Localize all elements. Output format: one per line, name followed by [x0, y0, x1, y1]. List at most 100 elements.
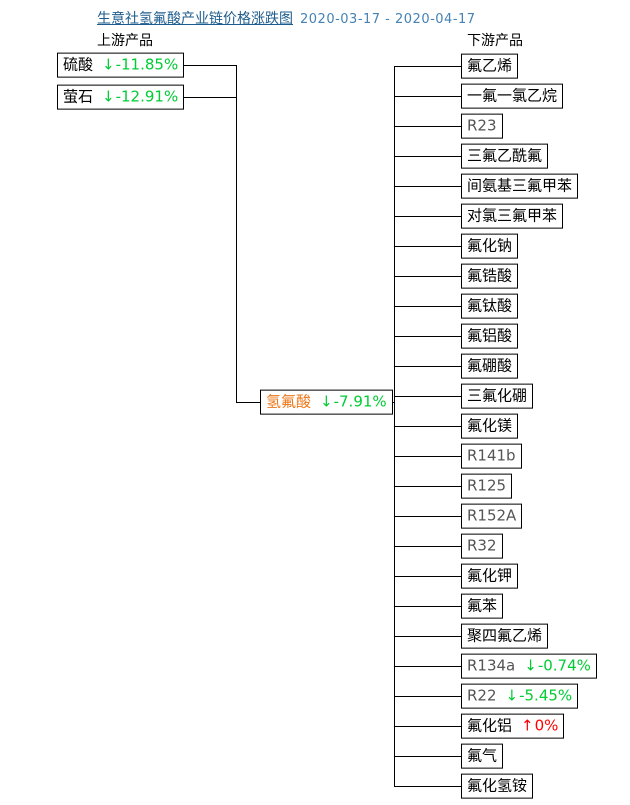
- trunk-line-left: [236, 65, 237, 403]
- product-label: 间氨基三氟甲苯: [467, 176, 573, 195]
- product-label: 氟气: [467, 746, 498, 765]
- price-change: ↓-5.45%: [506, 687, 573, 705]
- price-change: ↓-0.74%: [524, 657, 591, 675]
- connector-line: [394, 516, 466, 517]
- connector-line: [394, 546, 466, 547]
- upstream-header: 上游产品: [97, 33, 153, 49]
- downstream-node-r134a[interactable]: R134a ↓-0.74%: [461, 653, 597, 679]
- price-change: ↓-11.85%: [102, 56, 178, 74]
- downstream-node[interactable]: 聚四氟乙烯: [461, 623, 549, 649]
- product-label: 氟锆酸: [467, 266, 513, 285]
- upstream-node-sulfuric-acid[interactable]: 硫酸 ↓-11.85%: [57, 52, 185, 78]
- product-label: R23: [467, 116, 497, 135]
- product-label: 氟化氢铵: [467, 776, 528, 795]
- product-label: R141b: [467, 446, 516, 465]
- downstream-header: 下游产品: [467, 33, 523, 49]
- downstream-node[interactable]: 三氟乙酰氟: [461, 143, 549, 169]
- product-label: 氟乙烯: [467, 56, 513, 75]
- connector-line: [394, 126, 466, 127]
- downstream-node[interactable]: R32: [461, 533, 503, 559]
- product-label: 萤石: [63, 87, 94, 106]
- upstream-node-fluorite[interactable]: 萤石 ↓-12.91%: [57, 84, 185, 110]
- downstream-node[interactable]: 氟化钠: [461, 233, 519, 259]
- price-change: ↑0%: [521, 717, 558, 735]
- connector-line: [394, 786, 466, 787]
- downstream-node[interactable]: R125: [461, 473, 513, 499]
- downstream-node[interactable]: 氟硼酸: [461, 353, 519, 379]
- change-percent: -5.45%: [519, 686, 573, 705]
- down-arrow-icon: ↓: [524, 656, 537, 675]
- downstream-node[interactable]: R141b: [461, 443, 522, 469]
- product-label: 氟化钾: [467, 566, 513, 585]
- change-percent: -12.91%: [115, 87, 179, 106]
- downstream-node-r22[interactable]: R22 ↓-5.45%: [461, 683, 579, 709]
- change-percent: 0%: [534, 716, 559, 735]
- connector-line: [394, 636, 466, 637]
- downstream-node[interactable]: 氟气: [461, 743, 504, 769]
- downstream-node-aluminum-fluoride[interactable]: 氟化铝 ↑0%: [461, 713, 565, 739]
- change-percent: -7.91%: [333, 392, 387, 411]
- connector-line: [394, 456, 466, 457]
- connector-line: [236, 402, 266, 403]
- downstream-node[interactable]: R152A: [461, 503, 523, 529]
- connector-line: [394, 66, 466, 67]
- connector-line: [394, 306, 466, 307]
- connector-line: [394, 576, 466, 577]
- center-node-hydrofluoric-acid[interactable]: 氢氟酸 ↓-7.91%: [260, 389, 393, 415]
- downstream-node[interactable]: 氟苯: [461, 593, 504, 619]
- connector-line: [394, 726, 466, 727]
- downstream-node[interactable]: 氟化氢铵: [461, 773, 534, 799]
- product-label: R32: [467, 536, 497, 555]
- connector-line: [394, 396, 466, 397]
- connector-line: [394, 276, 466, 277]
- connector-line: [394, 96, 466, 97]
- connector-line: [394, 426, 466, 427]
- downstream-node[interactable]: 氟铝酸: [461, 323, 519, 349]
- downstream-node[interactable]: 间氨基三氟甲苯: [461, 173, 579, 199]
- down-arrow-icon: ↓: [320, 392, 333, 411]
- title-date-range: 2020-03-17 - 2020-04-17: [300, 12, 476, 27]
- product-label: 氟化铝: [467, 716, 513, 735]
- change-percent: -0.74%: [537, 656, 591, 675]
- connector-line: [394, 246, 466, 247]
- up-arrow-icon: ↑: [521, 716, 534, 735]
- connector-line: [394, 336, 466, 337]
- downstream-node[interactable]: 氟化镁: [461, 413, 519, 439]
- product-label: 三氟化硼: [467, 386, 528, 405]
- connector-line: [394, 756, 466, 757]
- connector-line: [394, 666, 466, 667]
- connector-line: [394, 156, 466, 157]
- product-label: 氢氟酸: [266, 392, 312, 411]
- product-label: 氟硼酸: [467, 356, 513, 375]
- price-change: ↓-12.91%: [102, 88, 178, 106]
- down-arrow-icon: ↓: [102, 87, 115, 106]
- downstream-node[interactable]: 氟乙烯: [461, 53, 519, 79]
- connector-line: [394, 486, 466, 487]
- change-percent: -11.85%: [115, 55, 179, 74]
- downstream-node[interactable]: 氟锆酸: [461, 263, 519, 289]
- down-arrow-icon: ↓: [505, 686, 519, 705]
- product-label: 聚四氟乙烯: [467, 626, 543, 645]
- connector-line: [394, 696, 466, 697]
- product-label: 氟化镁: [467, 416, 513, 435]
- product-label: 氟化钠: [467, 236, 513, 255]
- product-label: R134a: [467, 656, 516, 675]
- product-label: 对氯三氟甲苯: [467, 206, 558, 225]
- product-label: 三氟乙酰氟: [467, 146, 543, 165]
- page-title: 生意社氢氟酸产业链价格涨跌图 2020-03-17 - 2020-04-17: [97, 8, 476, 28]
- downstream-node[interactable]: 三氟化硼: [461, 383, 534, 409]
- product-label: 一氟一氯乙烷: [467, 86, 558, 105]
- product-label: R125: [467, 476, 507, 495]
- product-label: R22: [467, 686, 497, 705]
- product-label: 硫酸: [63, 55, 94, 74]
- downstream-node[interactable]: 一氟一氯乙烷: [461, 83, 564, 109]
- connector-line: [394, 186, 466, 187]
- title-link[interactable]: 生意社氢氟酸产业链价格涨跌图: [97, 11, 293, 27]
- downstream-node[interactable]: R23: [461, 113, 503, 139]
- product-label: 氟钛酸: [467, 296, 513, 315]
- downstream-node[interactable]: 对氯三氟甲苯: [461, 203, 564, 229]
- downstream-node[interactable]: 氟钛酸: [461, 293, 519, 319]
- product-label: R152A: [467, 506, 517, 525]
- downstream-node[interactable]: 氟化钾: [461, 563, 519, 589]
